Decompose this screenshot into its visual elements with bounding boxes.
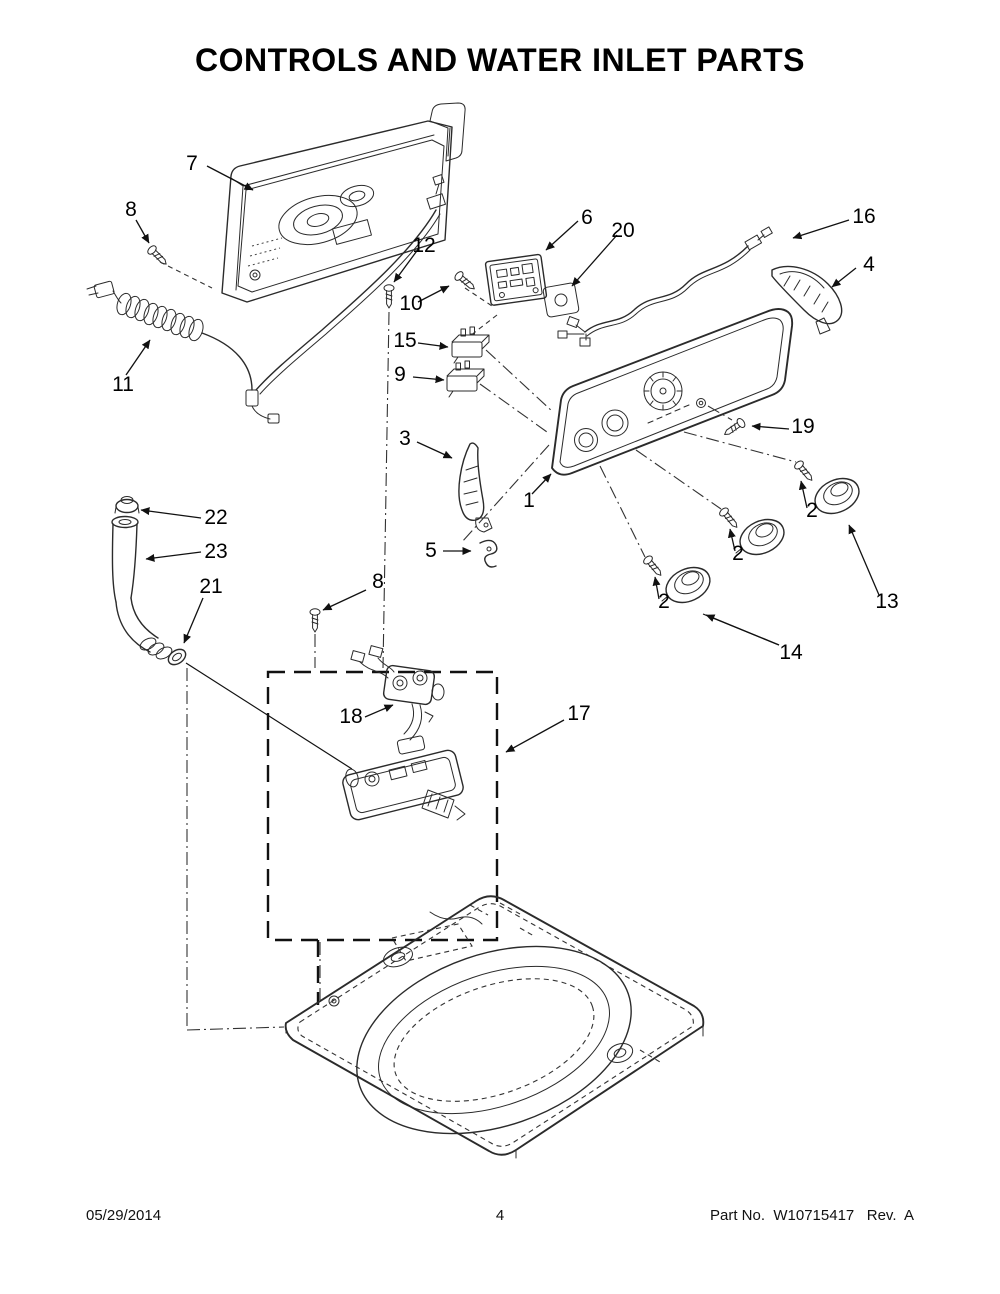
water-inlet-valve <box>342 645 466 821</box>
leader-2-middle <box>727 528 736 552</box>
callout-7: 7 <box>186 152 198 175</box>
callout-13: 13 <box>875 590 898 613</box>
callout-4: 4 <box>863 253 875 276</box>
leader-21 <box>183 597 204 644</box>
callout-16: 16 <box>852 205 875 228</box>
right-end-cap <box>771 265 843 335</box>
board-cover-plate <box>542 282 580 318</box>
footer-part-number: Part No. W10715417 Rev. A <box>710 1207 914 1224</box>
leader-15 <box>417 341 449 350</box>
console-wire-harness <box>255 174 446 395</box>
leader-8-bottom <box>322 589 367 611</box>
wire-harness <box>557 226 773 347</box>
switch-9 <box>446 360 485 398</box>
callout-2-right: 2 <box>806 499 818 522</box>
leader-16 <box>792 219 850 240</box>
leader-4 <box>831 267 857 288</box>
leader-17 <box>505 719 565 753</box>
leader-22 <box>140 507 202 519</box>
callout-10: 10 <box>399 292 422 315</box>
inlet-cap <box>114 496 140 514</box>
callout-22: 22 <box>204 506 227 529</box>
screw-8-bottom <box>309 608 321 633</box>
page-title: CONTROLS AND WATER INLET PARTS <box>195 42 805 78</box>
screw-2-middle <box>717 505 742 532</box>
fill-tube <box>111 515 173 660</box>
callout-8-top: 8 <box>125 198 137 221</box>
callout-1: 1 <box>523 489 535 512</box>
console-panel <box>551 308 794 476</box>
callout-18: 18 <box>339 705 362 728</box>
mounting-box-outline <box>266 670 499 1005</box>
leader-1 <box>531 473 552 495</box>
leader-18 <box>364 704 394 718</box>
callout-12: 12 <box>412 234 435 257</box>
control-board <box>484 253 548 306</box>
screw-19 <box>721 416 747 440</box>
callout-15: 15 <box>393 329 416 352</box>
projection-lines <box>159 261 797 1031</box>
callout-6: 6 <box>581 206 593 229</box>
screw-2-right <box>792 458 817 485</box>
leader-3 <box>416 441 453 459</box>
switch-15 <box>451 326 490 364</box>
callout-23: 23 <box>204 540 227 563</box>
leader-14 <box>705 614 780 646</box>
screw-2-left <box>641 553 666 580</box>
clip <box>479 539 498 568</box>
footer-page-number: 4 <box>495 1207 505 1224</box>
leader-2-right <box>798 480 808 509</box>
callout-labels: 7 8 12 10 6 20 16 4 15 9 11 3 1 19 2 2 2… <box>112 152 899 728</box>
callout-17: 17 <box>567 702 590 725</box>
screw-12 <box>383 284 395 309</box>
leader-lines <box>125 165 880 753</box>
leader-6 <box>545 220 579 251</box>
screw-10 <box>452 269 479 294</box>
leader-8-top <box>135 219 150 244</box>
callout-2-middle: 2 <box>732 542 744 565</box>
callout-9: 9 <box>394 363 406 386</box>
callout-20: 20 <box>611 219 634 242</box>
leader-13 <box>848 524 880 596</box>
callout-3: 3 <box>399 427 411 450</box>
washer-top-panel <box>284 895 705 1159</box>
footer-date: 05/29/2014 <box>86 1207 162 1224</box>
console-rear-panel <box>221 102 466 303</box>
leader-2-left <box>652 576 661 600</box>
leader-10 <box>417 285 450 303</box>
callout-14: 14 <box>779 641 803 664</box>
screw-8-top <box>145 243 171 269</box>
callout-19: 19 <box>791 415 814 438</box>
callout-11: 11 <box>112 373 134 396</box>
power-cord <box>86 280 280 424</box>
callout-5: 5 <box>425 539 437 562</box>
leader-23 <box>145 551 202 562</box>
leader-11 <box>125 339 151 376</box>
leader-20 <box>571 234 618 287</box>
callout-21: 21 <box>199 575 222 598</box>
leader-19 <box>751 422 790 431</box>
leader-9 <box>412 375 445 384</box>
left-end-cap <box>458 442 493 533</box>
leader-12 <box>393 247 420 283</box>
leader-7 <box>206 165 254 191</box>
callout-8-bottom: 8 <box>372 570 384 593</box>
seal-ring <box>167 648 353 770</box>
callout-2-left: 2 <box>658 590 670 613</box>
